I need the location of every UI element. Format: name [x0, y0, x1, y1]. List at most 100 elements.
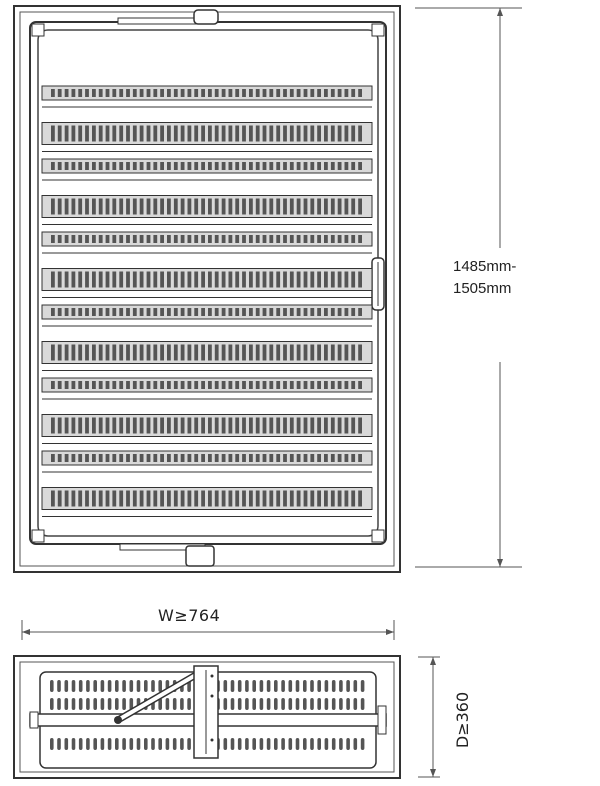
bottle-icon: [160, 125, 164, 142]
bottle-icon: [187, 454, 192, 462]
bottle-icon: [105, 271, 110, 288]
bottle-top-icon: [360, 680, 365, 692]
bottle-icon: [310, 381, 315, 389]
bottle-top-icon: [259, 738, 264, 750]
bottle-icon: [187, 271, 192, 288]
bottle-icon: [324, 235, 328, 243]
bottle-icon: [194, 490, 199, 507]
bottle-top-icon: [331, 680, 336, 692]
bottle-icon: [214, 381, 219, 389]
bottle-icon: [139, 271, 144, 288]
rail-end-right: [377, 705, 387, 735]
bottle-icon: [351, 125, 356, 142]
bottle-icon: [310, 162, 315, 170]
bottle-icon: [235, 89, 240, 97]
bottle-top-icon: [310, 698, 314, 710]
bottle-icon: [139, 308, 144, 316]
bottle-icon: [262, 417, 267, 434]
top-hinge-icon: [117, 9, 219, 25]
wine-shelf: [41, 85, 373, 108]
bottle-icon: [358, 162, 362, 170]
bottle-icon: [112, 162, 117, 170]
bottle-top-icon: [252, 698, 256, 710]
bottle-icon: [139, 125, 144, 142]
bottle-icon: [160, 198, 164, 215]
height-label-line1: 1485mm-: [453, 258, 517, 275]
bottle-icon: [132, 490, 137, 507]
bottle-icon: [201, 271, 205, 288]
bottle-top-icon: [158, 738, 162, 750]
corner-bracket-bottom-right: [371, 529, 385, 543]
bottle-icon: [146, 235, 151, 243]
bottle-top-icon: [281, 680, 285, 692]
bottle-top-icon: [353, 698, 358, 710]
bottle-icon: [92, 381, 96, 389]
bottle-top-icon: [346, 738, 350, 750]
bottle-icon: [173, 454, 178, 462]
bottle-icon: [57, 271, 62, 288]
bottle-icon: [98, 417, 103, 434]
bottle-icon: [119, 271, 124, 288]
bottle-icon: [228, 490, 233, 507]
bottle-icon: [146, 198, 151, 215]
bottle-icon: [324, 490, 328, 507]
bottle-icon: [262, 308, 267, 316]
bottle-icon: [255, 417, 260, 434]
bottle-icon: [283, 381, 287, 389]
bottle-icon: [289, 162, 294, 170]
bottle-icon: [51, 89, 55, 97]
bottle-icon: [221, 125, 226, 142]
bottle-icon: [249, 417, 253, 434]
bottle-icon: [98, 381, 103, 389]
bottle-top-icon: [86, 698, 90, 710]
bottle-icon: [119, 198, 124, 215]
bottle-icon: [269, 381, 274, 389]
bottle-top-icon: [78, 738, 83, 750]
bottle-top-icon: [122, 738, 126, 750]
bottle-icon: [64, 454, 69, 462]
bottle-icon: [235, 235, 240, 243]
bottle-icon: [330, 381, 335, 389]
bottle-icon: [351, 308, 356, 316]
bottle-icon: [105, 235, 110, 243]
bottle-icon: [51, 198, 55, 215]
bottle-icon: [105, 89, 110, 97]
bottle-top-icon: [223, 738, 228, 750]
bottle-icon: [153, 235, 158, 243]
bottle-icon: [283, 308, 287, 316]
bottle-icon: [242, 125, 246, 142]
bottle-icon: [337, 271, 342, 288]
bottle-icon: [289, 198, 294, 215]
bottle-icon: [119, 490, 124, 507]
bottle-top-icon: [360, 738, 365, 750]
bottle-icon: [358, 235, 362, 243]
bottle-icon: [146, 271, 151, 288]
bottle-icon: [139, 454, 144, 462]
bottle-icon: [85, 308, 89, 316]
bottle-icon: [324, 454, 328, 462]
bottle-icon: [351, 89, 356, 97]
bottle-top-icon: [252, 738, 256, 750]
bottle-icon: [71, 381, 76, 389]
bottle-icon: [208, 381, 212, 389]
bottle-icon: [214, 235, 219, 243]
bottle-icon: [208, 308, 212, 316]
bottle-top-icon: [324, 680, 329, 692]
bottle-icon: [112, 308, 117, 316]
bottle-icon: [51, 454, 55, 462]
bottle-icon: [98, 89, 103, 97]
bottle-icon: [330, 454, 335, 462]
bottle-icon: [180, 417, 185, 434]
bottle-icon: [324, 198, 328, 215]
bottle-icon: [235, 271, 240, 288]
bottle-icon: [112, 344, 117, 361]
bottle-top-icon: [303, 698, 307, 710]
bottle-icon: [296, 308, 301, 316]
bottle-icon: [221, 344, 226, 361]
wine-shelf: [41, 414, 373, 444]
bottle-icon: [112, 235, 117, 243]
bottle-icon: [249, 344, 253, 361]
bottle-icon: [78, 89, 83, 97]
bottle-icon: [173, 490, 178, 507]
bottle-top-icon: [129, 698, 134, 710]
